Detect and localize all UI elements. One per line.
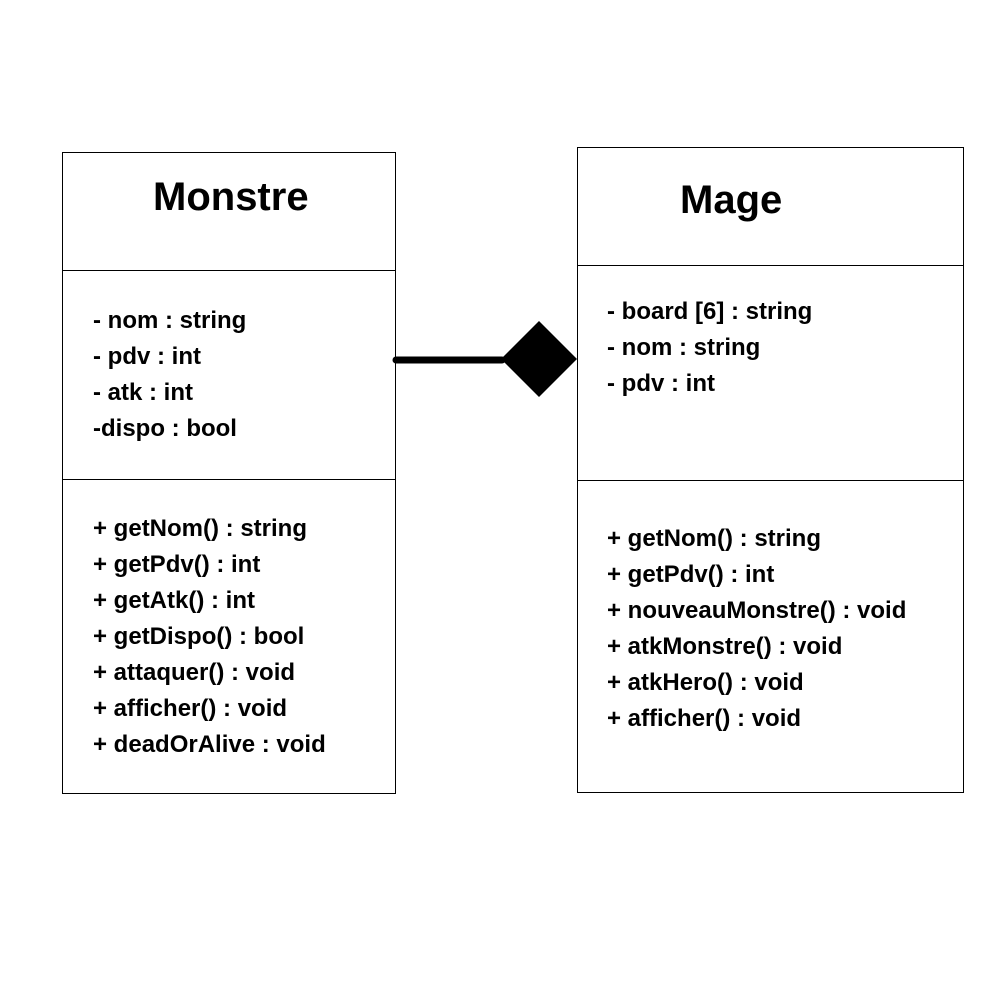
attributes-section: - board [6] : string - nom : string - pd…: [578, 265, 963, 480]
method: + getNom() : string: [607, 525, 821, 552]
method: + getPdv() : int: [607, 561, 775, 588]
class-name: Mage: [680, 178, 783, 222]
method-list: + getNom() : string + getPdv() : int + g…: [93, 511, 326, 763]
attributes-section: - nom : string - pdv : int - atk : int -…: [63, 270, 395, 479]
method: + afficher() : void: [93, 695, 288, 722]
method: + getDispo() : bool: [93, 623, 305, 650]
class-box-mage: Mage - board [6] : string - nom : string…: [577, 147, 964, 793]
attribute: - nom : string: [607, 334, 761, 361]
attribute-list: - board [6] : string - nom : string - pd…: [607, 294, 812, 402]
method: + getNom() : string: [93, 515, 307, 542]
attribute: - nom : string: [93, 307, 247, 334]
method-list: + getNom() : string + getPdv() : int + n…: [607, 521, 906, 737]
attribute: - pdv : int: [93, 343, 201, 370]
method: + afficher() : void: [607, 705, 802, 732]
attribute: - board [6] : string: [607, 298, 813, 325]
method: + nouveauMonstre() : void: [607, 597, 907, 624]
method: + atkMonstre() : void: [607, 633, 843, 660]
attribute: -dispo : bool: [93, 415, 237, 442]
method: + getPdv() : int: [93, 551, 261, 578]
methods-section: + getNom() : string + getPdv() : int + g…: [63, 479, 395, 793]
methods-section: + getNom() : string + getPdv() : int + n…: [578, 480, 963, 792]
method: + deadOrAlive : void: [93, 731, 326, 758]
method: + attaquer() : void: [93, 659, 296, 686]
method: + atkHero() : void: [607, 669, 804, 696]
class-name: Monstre: [153, 175, 309, 219]
class-name-section: Mage: [578, 148, 963, 265]
composition-diamond-icon: [501, 321, 577, 397]
method: + getAtk() : int: [93, 587, 255, 614]
attribute: - pdv : int: [607, 370, 715, 397]
class-box-monstre: Monstre - nom : string - pdv : int - atk…: [62, 152, 396, 794]
attribute: - atk : int: [93, 379, 193, 406]
attribute-list: - nom : string - pdv : int - atk : int -…: [93, 303, 246, 447]
class-name-section: Monstre: [63, 153, 395, 270]
